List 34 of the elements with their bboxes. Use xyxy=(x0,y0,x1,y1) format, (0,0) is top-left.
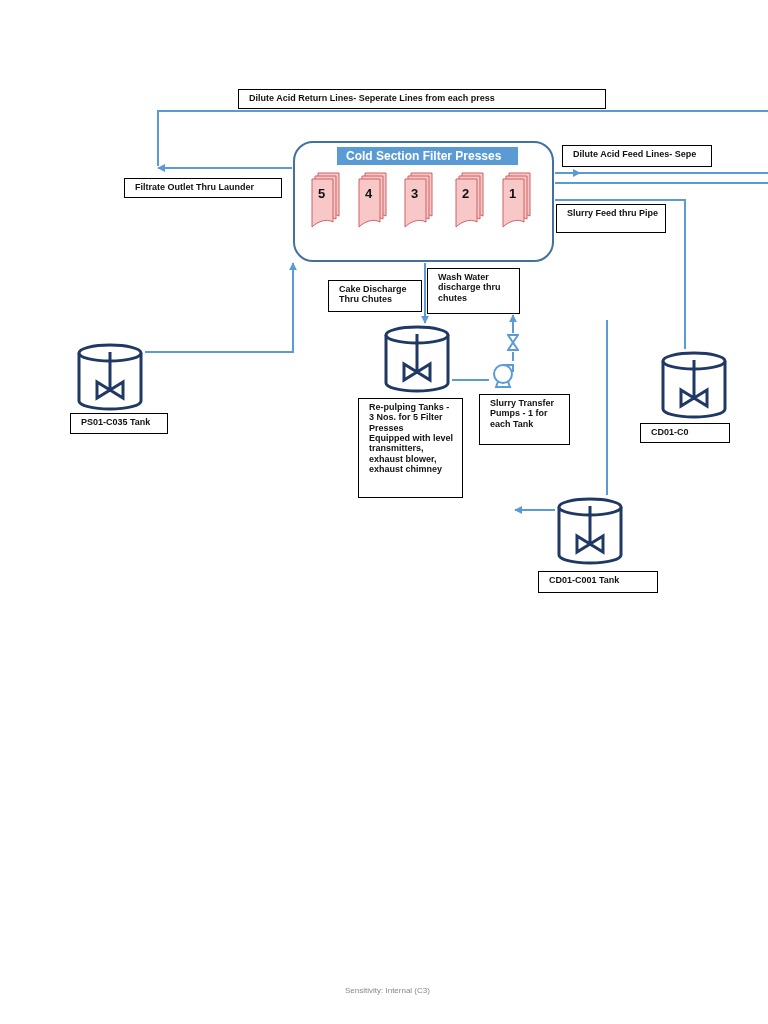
label-box: Filtrate Outlet Thru Launder xyxy=(124,178,282,198)
label-box: CD01-C0 xyxy=(640,423,730,443)
flow-arrow xyxy=(509,314,517,334)
flow-arrow xyxy=(144,262,297,353)
valve-icon xyxy=(507,334,519,351)
panel-title: Cold Section Filter Presses xyxy=(337,147,518,165)
label-box: Wash Water discharge thru chutes xyxy=(427,268,520,314)
pipe-line xyxy=(451,379,490,381)
label-box: Dilute Acid Feed Lines- Sepe xyxy=(562,145,712,167)
flow-arrow xyxy=(554,169,581,177)
pipe-line xyxy=(512,351,514,362)
label-box: Dilute Acid Return Lines- Seperate Lines from each press xyxy=(238,89,606,109)
flow-arrow xyxy=(421,262,429,324)
agitated-tank-icon xyxy=(556,496,624,566)
flow-arrow xyxy=(157,164,293,172)
label-box: Slurry Feed thru Pipe xyxy=(556,204,666,233)
label-box: Cake Discharge Thru Chutes xyxy=(328,280,422,312)
note-box xyxy=(358,398,463,498)
flow-arrow xyxy=(514,506,556,514)
label-box: PS01-C035 Tank xyxy=(70,413,168,434)
pipe-line xyxy=(579,172,768,174)
label-box: Slurry Transfer Pumps - 1 for each Tank xyxy=(479,394,570,445)
note-text: Re-pulping Tanks - 3 Nos. for 5 Filter Presses xyxy=(369,402,451,434)
pipe-line xyxy=(606,319,608,496)
agitated-tank-icon xyxy=(660,350,728,420)
agitated-tank-icon xyxy=(76,342,144,412)
pipe-line xyxy=(554,199,686,350)
filter-press-panel xyxy=(293,141,554,262)
label-box: CD01-C001 Tank xyxy=(538,571,658,593)
pipe-line xyxy=(554,182,768,184)
note-text: Equipped with level transmitters, exhaust blower, exhaust chimney xyxy=(369,433,454,475)
footer-note: Sensitivity: Internal (C3) xyxy=(345,986,430,995)
pump-icon xyxy=(490,362,516,388)
agitated-tank-icon xyxy=(383,324,451,394)
